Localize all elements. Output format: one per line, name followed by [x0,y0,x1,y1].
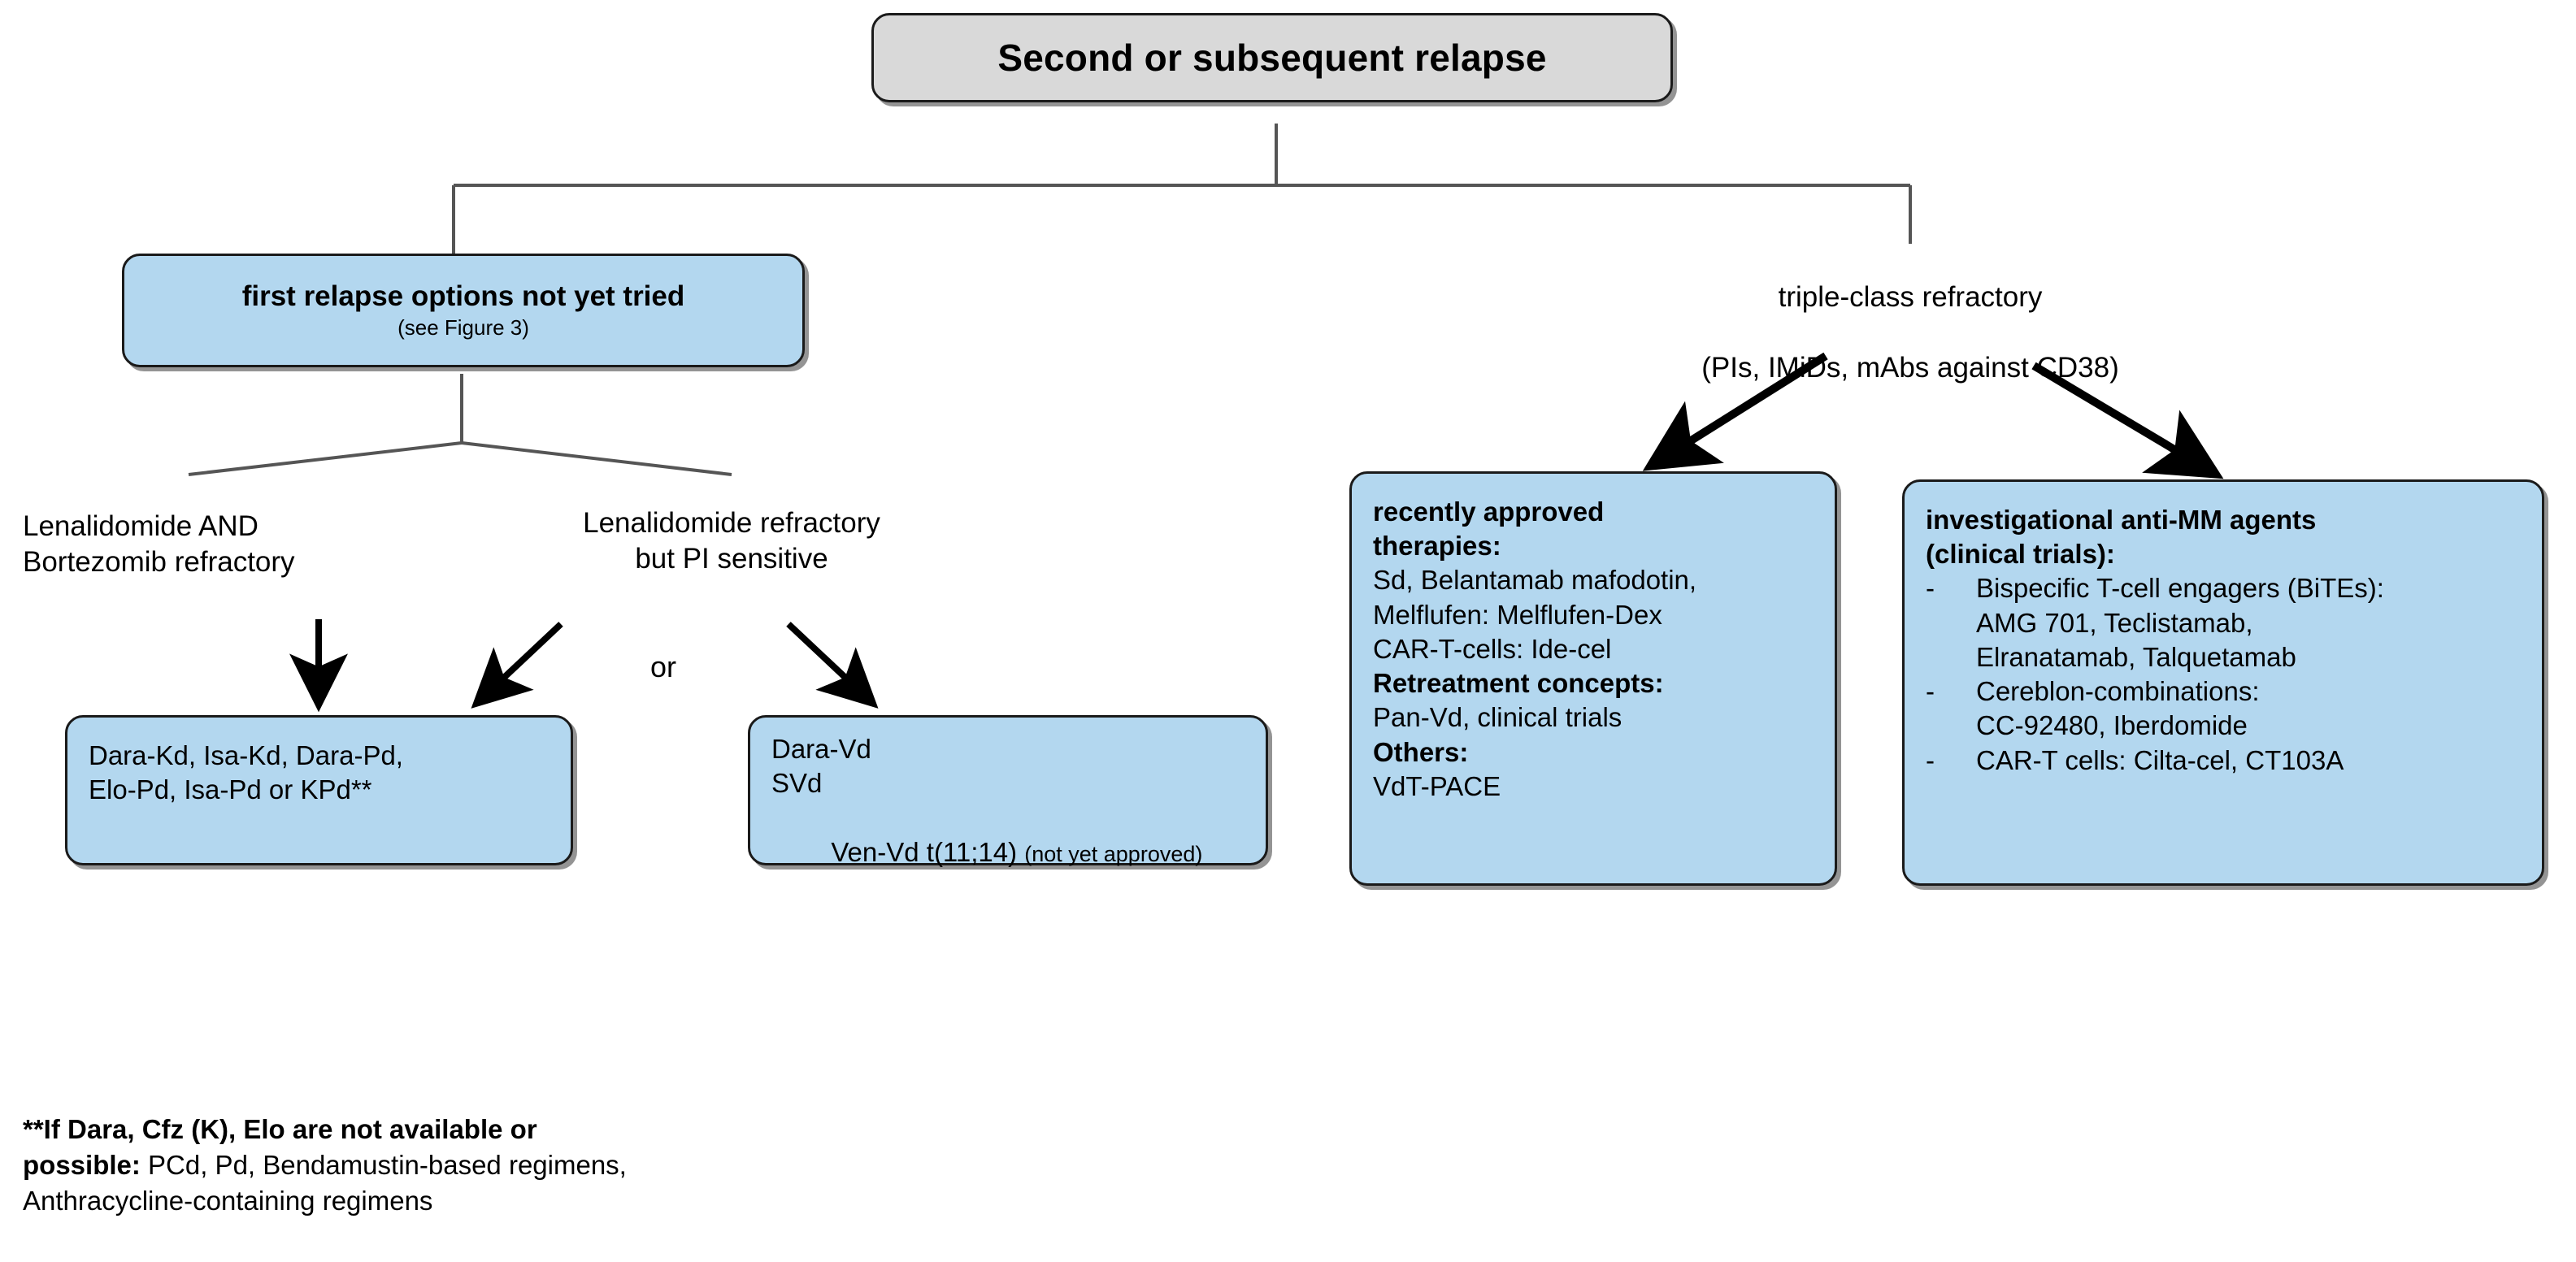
first-relapse-subtext: (see Figure 3) [397,314,529,340]
investigational-bullet-3-text: CAR-T cells: Cilta-cel, CT103A [1976,744,2344,775]
recently-approved-body: recently approved therapies: Sd, Belanta… [1352,474,1835,815]
label-lenalidomide-bortezomib-refractory: Lenalidomide AND Bortezomib refractory [23,510,295,578]
label-lenalidomide-refractory-pi-sensitive: Lenalidomide refractory but PI sensitive [583,507,880,575]
node-dara-vd-options[interactable]: Dara-Vd SVd Ven-Vd t(11;14) (not yet app… [748,715,1268,867]
arrow-condition-b-left [471,622,563,709]
node-first-relapse-options[interactable]: first relapse options not yet tried (see… [122,254,805,367]
investigational-heading-line2: (clinical trials): [1926,539,2115,570]
arrow-condition-b-right [786,622,879,709]
footnote-double-asterisk: **If Dara, Cfz (K), Elo are not availabl… [23,1112,1079,1220]
dara-vd-body: Dara-Vd SVd Ven-Vd t(11;14) (not yet app… [750,718,1266,915]
others-item-1: VdT-PACE [1373,770,1501,801]
recently-approved-heading-line1: recently approved [1373,497,1605,527]
footnote-rest-2: Anthracycline-containing regimens [23,1186,433,1216]
bullet-dash-icon: - [1926,676,1935,707]
ven-vd-note: (not yet approved) [1024,841,1203,866]
ven-vd-main: Ven-Vd t(11;14) [831,836,1025,867]
triple-class-line2: (PIs, IMiDs, mAbs against CD38) [1701,352,2119,384]
investigational-bullet-1-text: Bispecific T-cell engagers (BiTEs): AMG … [1976,573,2384,672]
left-branch-connector [188,374,732,476]
dara-kd-body: Dara-Kd, Isa-Kd, Dara-Pd, Elo-Pd, Isa-Pd… [67,718,571,818]
retreatment-item-1: Pan-Vd, clinical trials [1373,702,1622,733]
recently-approved-item-1: Sd, Belantamab mafodotin, [1373,565,1697,596]
retreatment-concepts-heading: Retreatment concepts: [1373,668,1664,699]
node-title-text: Second or subsequent relapse [997,37,1547,79]
dara-kd-line-1: Dara-Kd, Isa-Kd, Dara-Pd, [89,740,403,770]
investigational-body: investigational anti-MM agents (clinical… [1905,482,2542,789]
node-investigational-agents[interactable]: investigational anti-MM agents (clinical… [1902,479,2544,886]
label-triple-class-refractory: triple-class refractory (PIs, IMiDs, mAb… [1593,244,2227,422]
investigational-heading-line1: investigational anti-MM agents [1926,505,2317,535]
footnote-bold: **If Dara, Cfz (K), Elo are not availabl… [23,1114,537,1181]
dara-vd-line-2: SVd [771,768,823,799]
investigational-bullet-3: - CAR-T cells: Cilta-cel, CT103A [1926,744,2522,778]
others-heading: Others: [1373,736,1469,767]
investigational-bullet-2: - Cereblon-combinations: CC-92480, Iberd… [1926,674,2522,743]
investigational-bullet-1: - Bispecific T-cell engagers (BiTEs): AM… [1926,571,2522,674]
dara-vd-line-1: Dara-Vd [771,734,871,764]
triple-class-line1: triple-class refractory [1778,280,2043,313]
footnote-rest-1: PCd, Pd, Bendamustin-based regimens, [140,1150,627,1181]
top-split-connector [452,124,1912,254]
dara-vd-line-3: Ven-Vd t(11;14) (not yet approved) [771,800,1246,904]
recently-approved-item-2: Melflufen: Melflufen-Dex [1373,599,1662,630]
node-dara-kd-options[interactable]: Dara-Kd, Isa-Kd, Dara-Pd, Elo-Pd, Isa-Pd… [65,715,573,865]
dara-kd-line-2: Elo-Pd, Isa-Pd or KPd** [89,774,372,805]
recently-approved-item-3: CAR-T-cells: Ide-cel [1373,633,1612,664]
bullet-dash-icon: - [1926,573,1935,604]
first-relapse-heading: first relapse options not yet tried [241,280,685,313]
recently-approved-heading-line2: therapies: [1373,531,1501,562]
label-or-connector: or [650,650,677,683]
investigational-bullet-2-text: Cereblon-combinations: CC-92480, Iberdom… [1976,676,2260,741]
bullet-dash-icon: - [1926,744,1935,775]
node-second-or-subsequent-relapse[interactable]: Second or subsequent relapse [871,13,1673,102]
node-recently-approved-therapies[interactable]: recently approved therapies: Sd, Belanta… [1349,471,1837,886]
